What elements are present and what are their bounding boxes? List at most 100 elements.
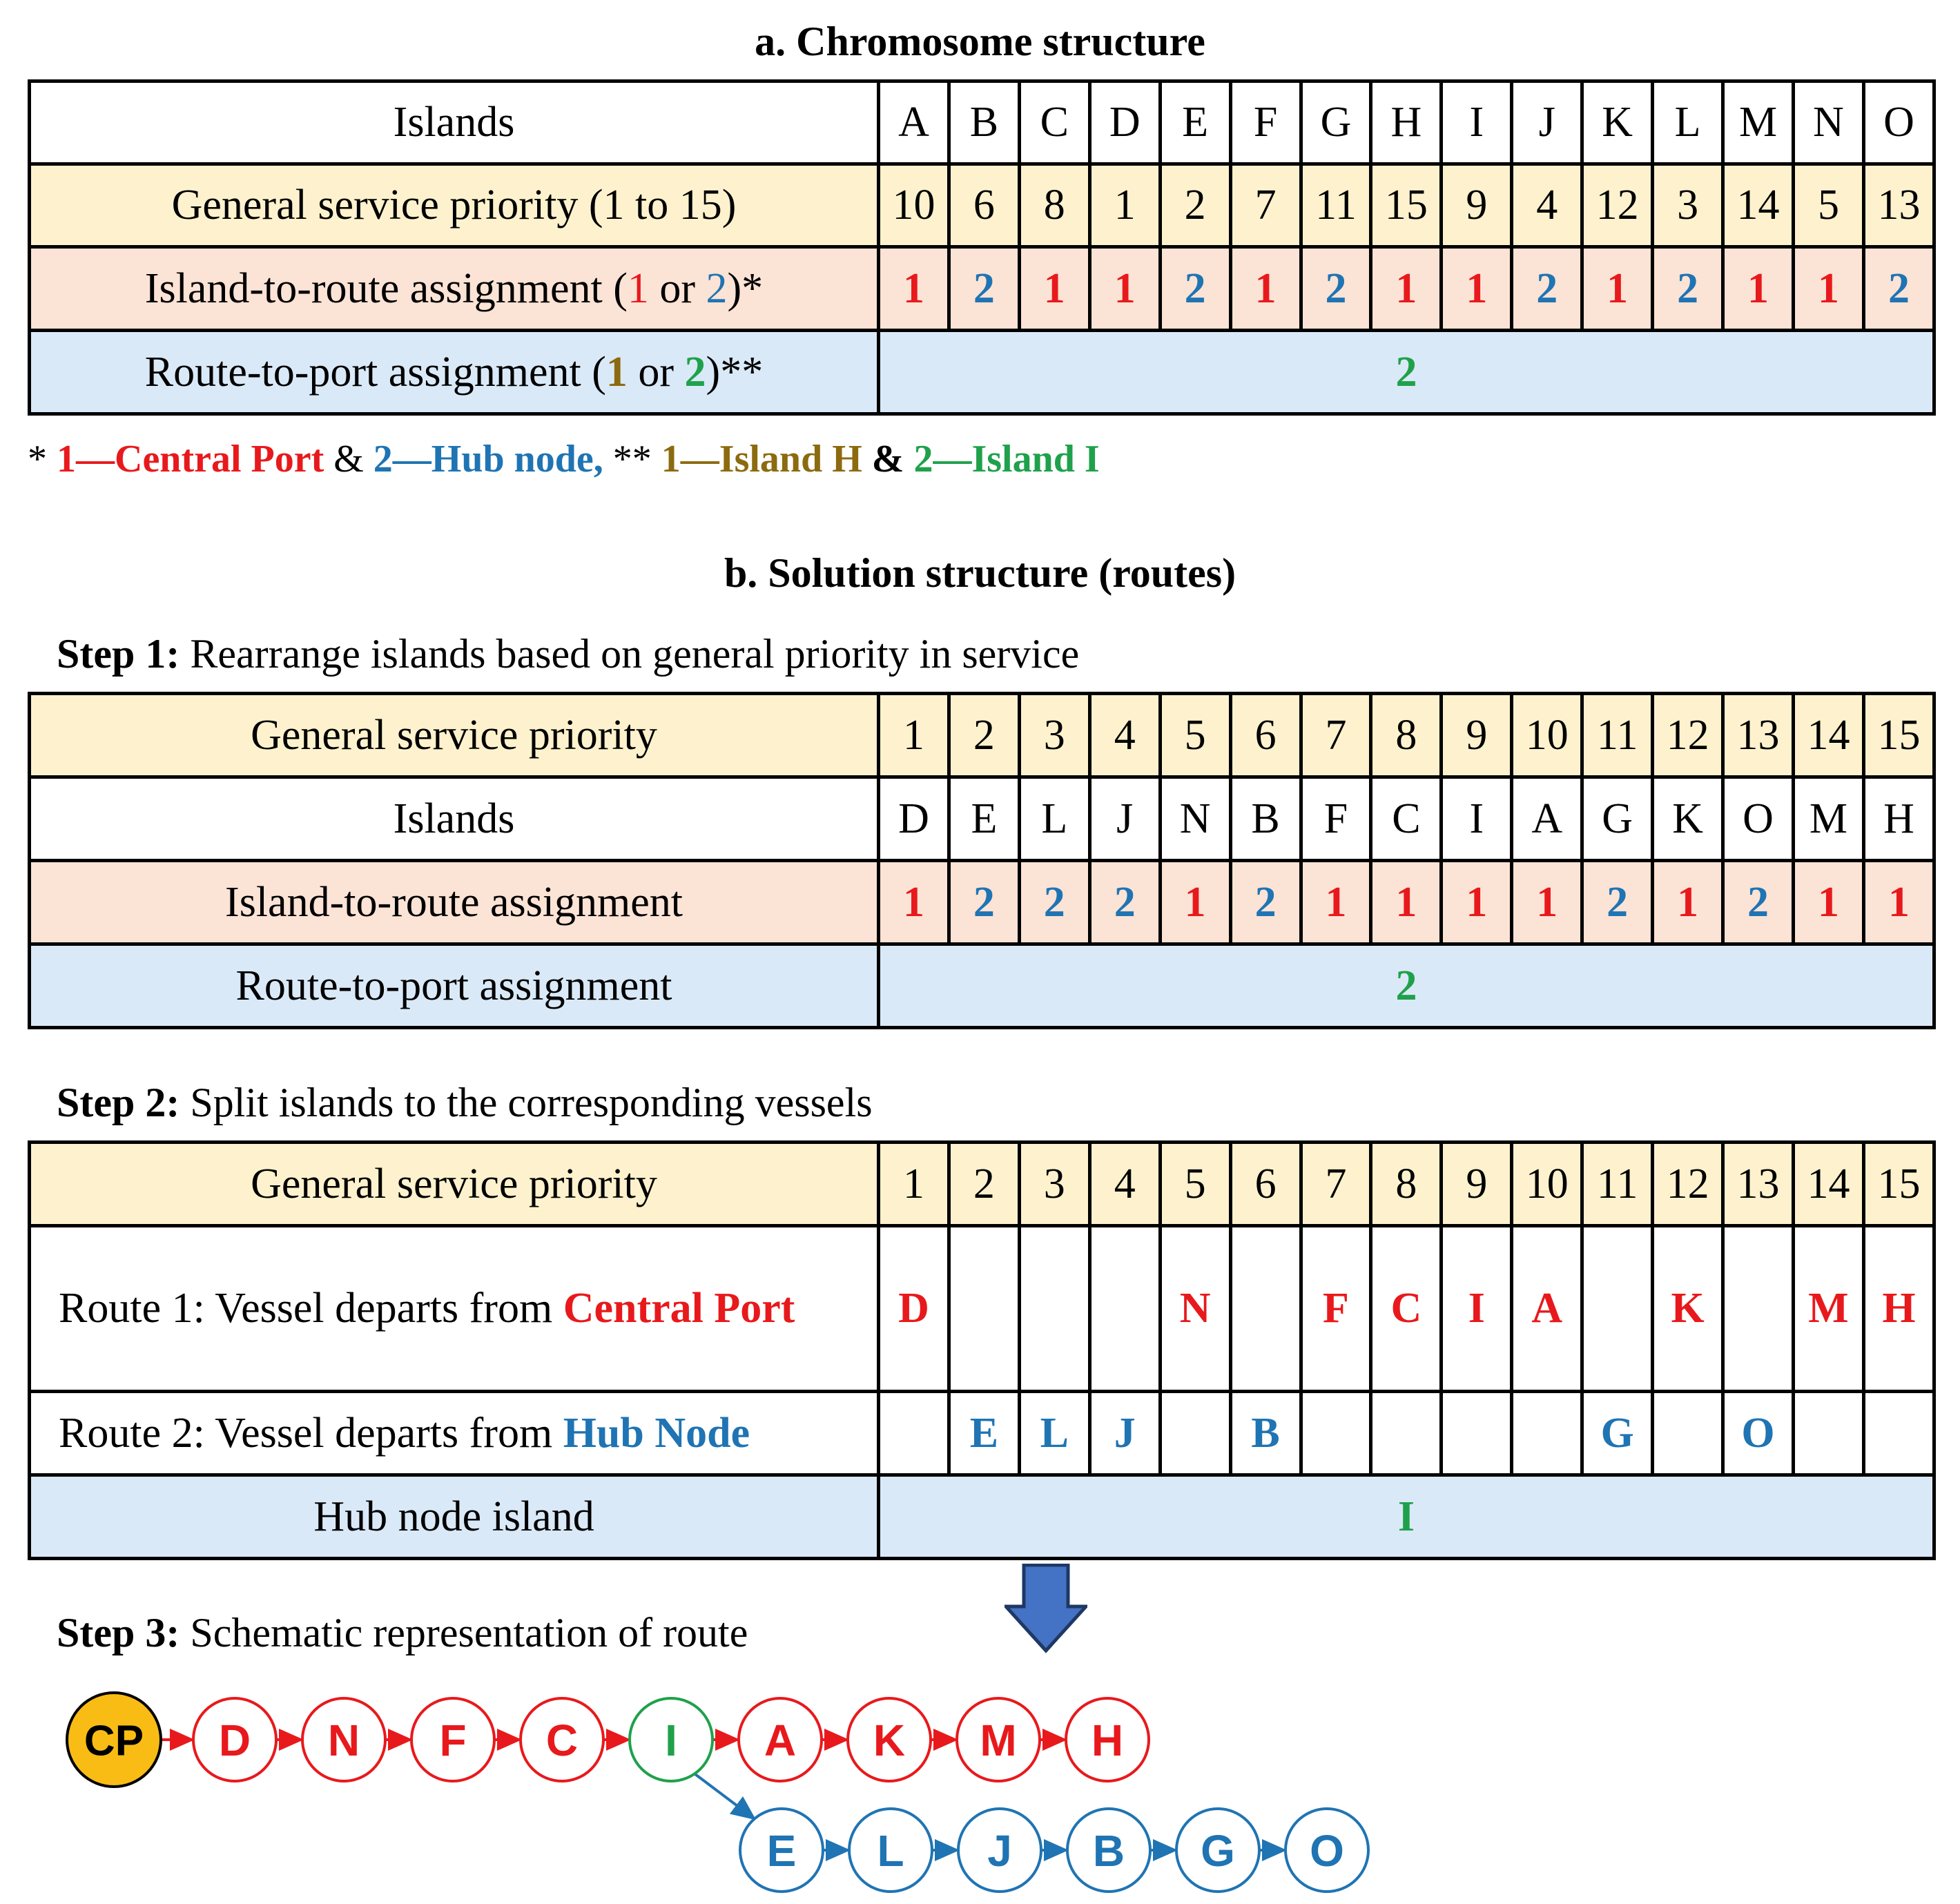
section-b-title: b. Solution structure (routes) bbox=[724, 550, 1236, 596]
route-cell: 1 bbox=[877, 245, 951, 332]
hub-island-value: I bbox=[877, 1473, 1936, 1560]
priority-cell: 9 bbox=[1439, 1140, 1514, 1227]
route1-cell: A bbox=[1510, 1224, 1584, 1393]
route-cell: 1 bbox=[1439, 245, 1514, 332]
route-cell: 2 bbox=[1861, 245, 1937, 332]
step1-priority-label: General service priority bbox=[28, 692, 880, 779]
route1-label: Route 1: Vessel departs from Central Por… bbox=[28, 1224, 880, 1393]
route1-cell: I bbox=[1439, 1224, 1514, 1393]
route-cell: 1 bbox=[1580, 245, 1655, 332]
route2-cell: O bbox=[1721, 1390, 1795, 1477]
route1-cell: K bbox=[1651, 1224, 1725, 1393]
route-cell: 2 bbox=[1087, 859, 1162, 946]
priority-cell: 3 bbox=[1017, 692, 1091, 779]
route2-label: Route 2: Vessel departs from Hub Node bbox=[28, 1390, 880, 1477]
node-label: A bbox=[764, 1716, 796, 1765]
node-label: G bbox=[1201, 1826, 1235, 1876]
island-cell: K bbox=[1651, 775, 1725, 862]
node-label: C bbox=[546, 1716, 578, 1765]
route2-node: J bbox=[957, 1807, 1042, 1893]
route-cell: 2 bbox=[947, 245, 1021, 332]
island-cell: H bbox=[1369, 79, 1444, 166]
step1-route-label: Island-to-route assignment bbox=[28, 859, 880, 946]
route-cell: 2 bbox=[1510, 245, 1584, 332]
priority-cell: 2 bbox=[947, 692, 1021, 779]
priority-cell: 14 bbox=[1791, 1140, 1865, 1227]
island-cell: E bbox=[947, 775, 1021, 862]
priority-cell: 5 bbox=[1158, 692, 1232, 779]
priority-cell: 11 bbox=[1299, 162, 1373, 249]
priority-cell: 8 bbox=[1369, 692, 1444, 779]
island-cell: F bbox=[1228, 79, 1303, 166]
route2-cell: L bbox=[1017, 1390, 1091, 1477]
priority-cell: 10 bbox=[877, 162, 951, 249]
priority-cell: 4 bbox=[1087, 1140, 1162, 1227]
step3-title: Step 3: Schematic representation of rout… bbox=[57, 1610, 748, 1655]
priority-cell: 7 bbox=[1299, 692, 1373, 779]
island-cell: O bbox=[1861, 79, 1937, 166]
route-cell: 1 bbox=[1439, 859, 1514, 946]
priority-cell: 3 bbox=[1017, 1140, 1091, 1227]
island-cell: H bbox=[1861, 775, 1937, 862]
route2-cell bbox=[1369, 1390, 1444, 1477]
section-a-title: a. Chromosome structure bbox=[755, 19, 1205, 64]
step1-table: General service priority 1 2 3 4 5 6 7 8… bbox=[28, 692, 1937, 1029]
island-cell: L bbox=[1651, 79, 1725, 166]
node-label: I bbox=[665, 1716, 677, 1765]
island-cell: B bbox=[1228, 775, 1303, 862]
island-cell: I bbox=[1439, 79, 1514, 166]
island-cell: C bbox=[1369, 775, 1444, 862]
priority-cell: 2 bbox=[1158, 162, 1232, 249]
step1-title: Step 1: Rearrange islands based on gener… bbox=[57, 631, 1080, 677]
priority-cell: 1 bbox=[877, 692, 951, 779]
node-label: H bbox=[1091, 1716, 1123, 1765]
island-cell: B bbox=[947, 79, 1021, 166]
route-cell: 1 bbox=[1087, 245, 1162, 332]
step2-priority-label: General service priority bbox=[28, 1140, 880, 1227]
node-label: L bbox=[877, 1826, 904, 1876]
route1-cell: D bbox=[877, 1224, 951, 1393]
hub-node: I bbox=[628, 1697, 714, 1782]
route1-node: N bbox=[301, 1697, 387, 1782]
route2-cell: G bbox=[1580, 1390, 1655, 1477]
island-cell: C bbox=[1017, 79, 1091, 166]
island-cell: A bbox=[1510, 775, 1584, 862]
route2-cell bbox=[877, 1390, 951, 1477]
priority-cell: 5 bbox=[1791, 162, 1865, 249]
step1-port-label: Route-to-port assignment bbox=[28, 942, 880, 1029]
route-cell: 1 bbox=[1369, 245, 1444, 332]
route-cell: 1 bbox=[1791, 859, 1865, 946]
route2-node: G bbox=[1175, 1807, 1261, 1893]
priority-cell: 7 bbox=[1299, 1140, 1373, 1227]
node-label: O bbox=[1310, 1826, 1344, 1876]
priority-cell: 9 bbox=[1439, 692, 1514, 779]
route-cell: 2 bbox=[1721, 859, 1795, 946]
route1-cell: M bbox=[1791, 1224, 1865, 1393]
island-cell: N bbox=[1791, 79, 1865, 166]
island-cell: K bbox=[1580, 79, 1655, 166]
priority-cell: 15 bbox=[1369, 162, 1444, 249]
priority-cell: 12 bbox=[1580, 162, 1655, 249]
node-label: B bbox=[1093, 1826, 1125, 1876]
island-cell: A bbox=[877, 79, 951, 166]
route-cell: 2 bbox=[947, 859, 1021, 946]
island-cell: J bbox=[1087, 775, 1162, 862]
route-cell: 2 bbox=[1017, 859, 1091, 946]
priority-cell: 1 bbox=[877, 1140, 951, 1227]
step1-islands-row: Islands D E L J N B F C I A G K O M H bbox=[28, 775, 1937, 862]
node-label: D bbox=[219, 1716, 251, 1765]
route1-cell bbox=[1721, 1224, 1795, 1393]
route-cell: 1 bbox=[1017, 245, 1091, 332]
route2-cell: E bbox=[947, 1390, 1021, 1477]
priority-cell: 3 bbox=[1651, 162, 1725, 249]
island-cell: D bbox=[1087, 79, 1162, 166]
route1-node: D bbox=[192, 1697, 278, 1782]
route-cell: 1 bbox=[1721, 245, 1795, 332]
route2-cell bbox=[1651, 1390, 1725, 1477]
island-cell: L bbox=[1017, 775, 1091, 862]
route1-row: Route 1: Vessel departs from Central Por… bbox=[28, 1224, 1937, 1393]
route-cell: 2 bbox=[1651, 245, 1725, 332]
island-cell: N bbox=[1158, 775, 1232, 862]
priority-cell: 14 bbox=[1791, 692, 1865, 779]
route1-node: H bbox=[1065, 1697, 1150, 1782]
